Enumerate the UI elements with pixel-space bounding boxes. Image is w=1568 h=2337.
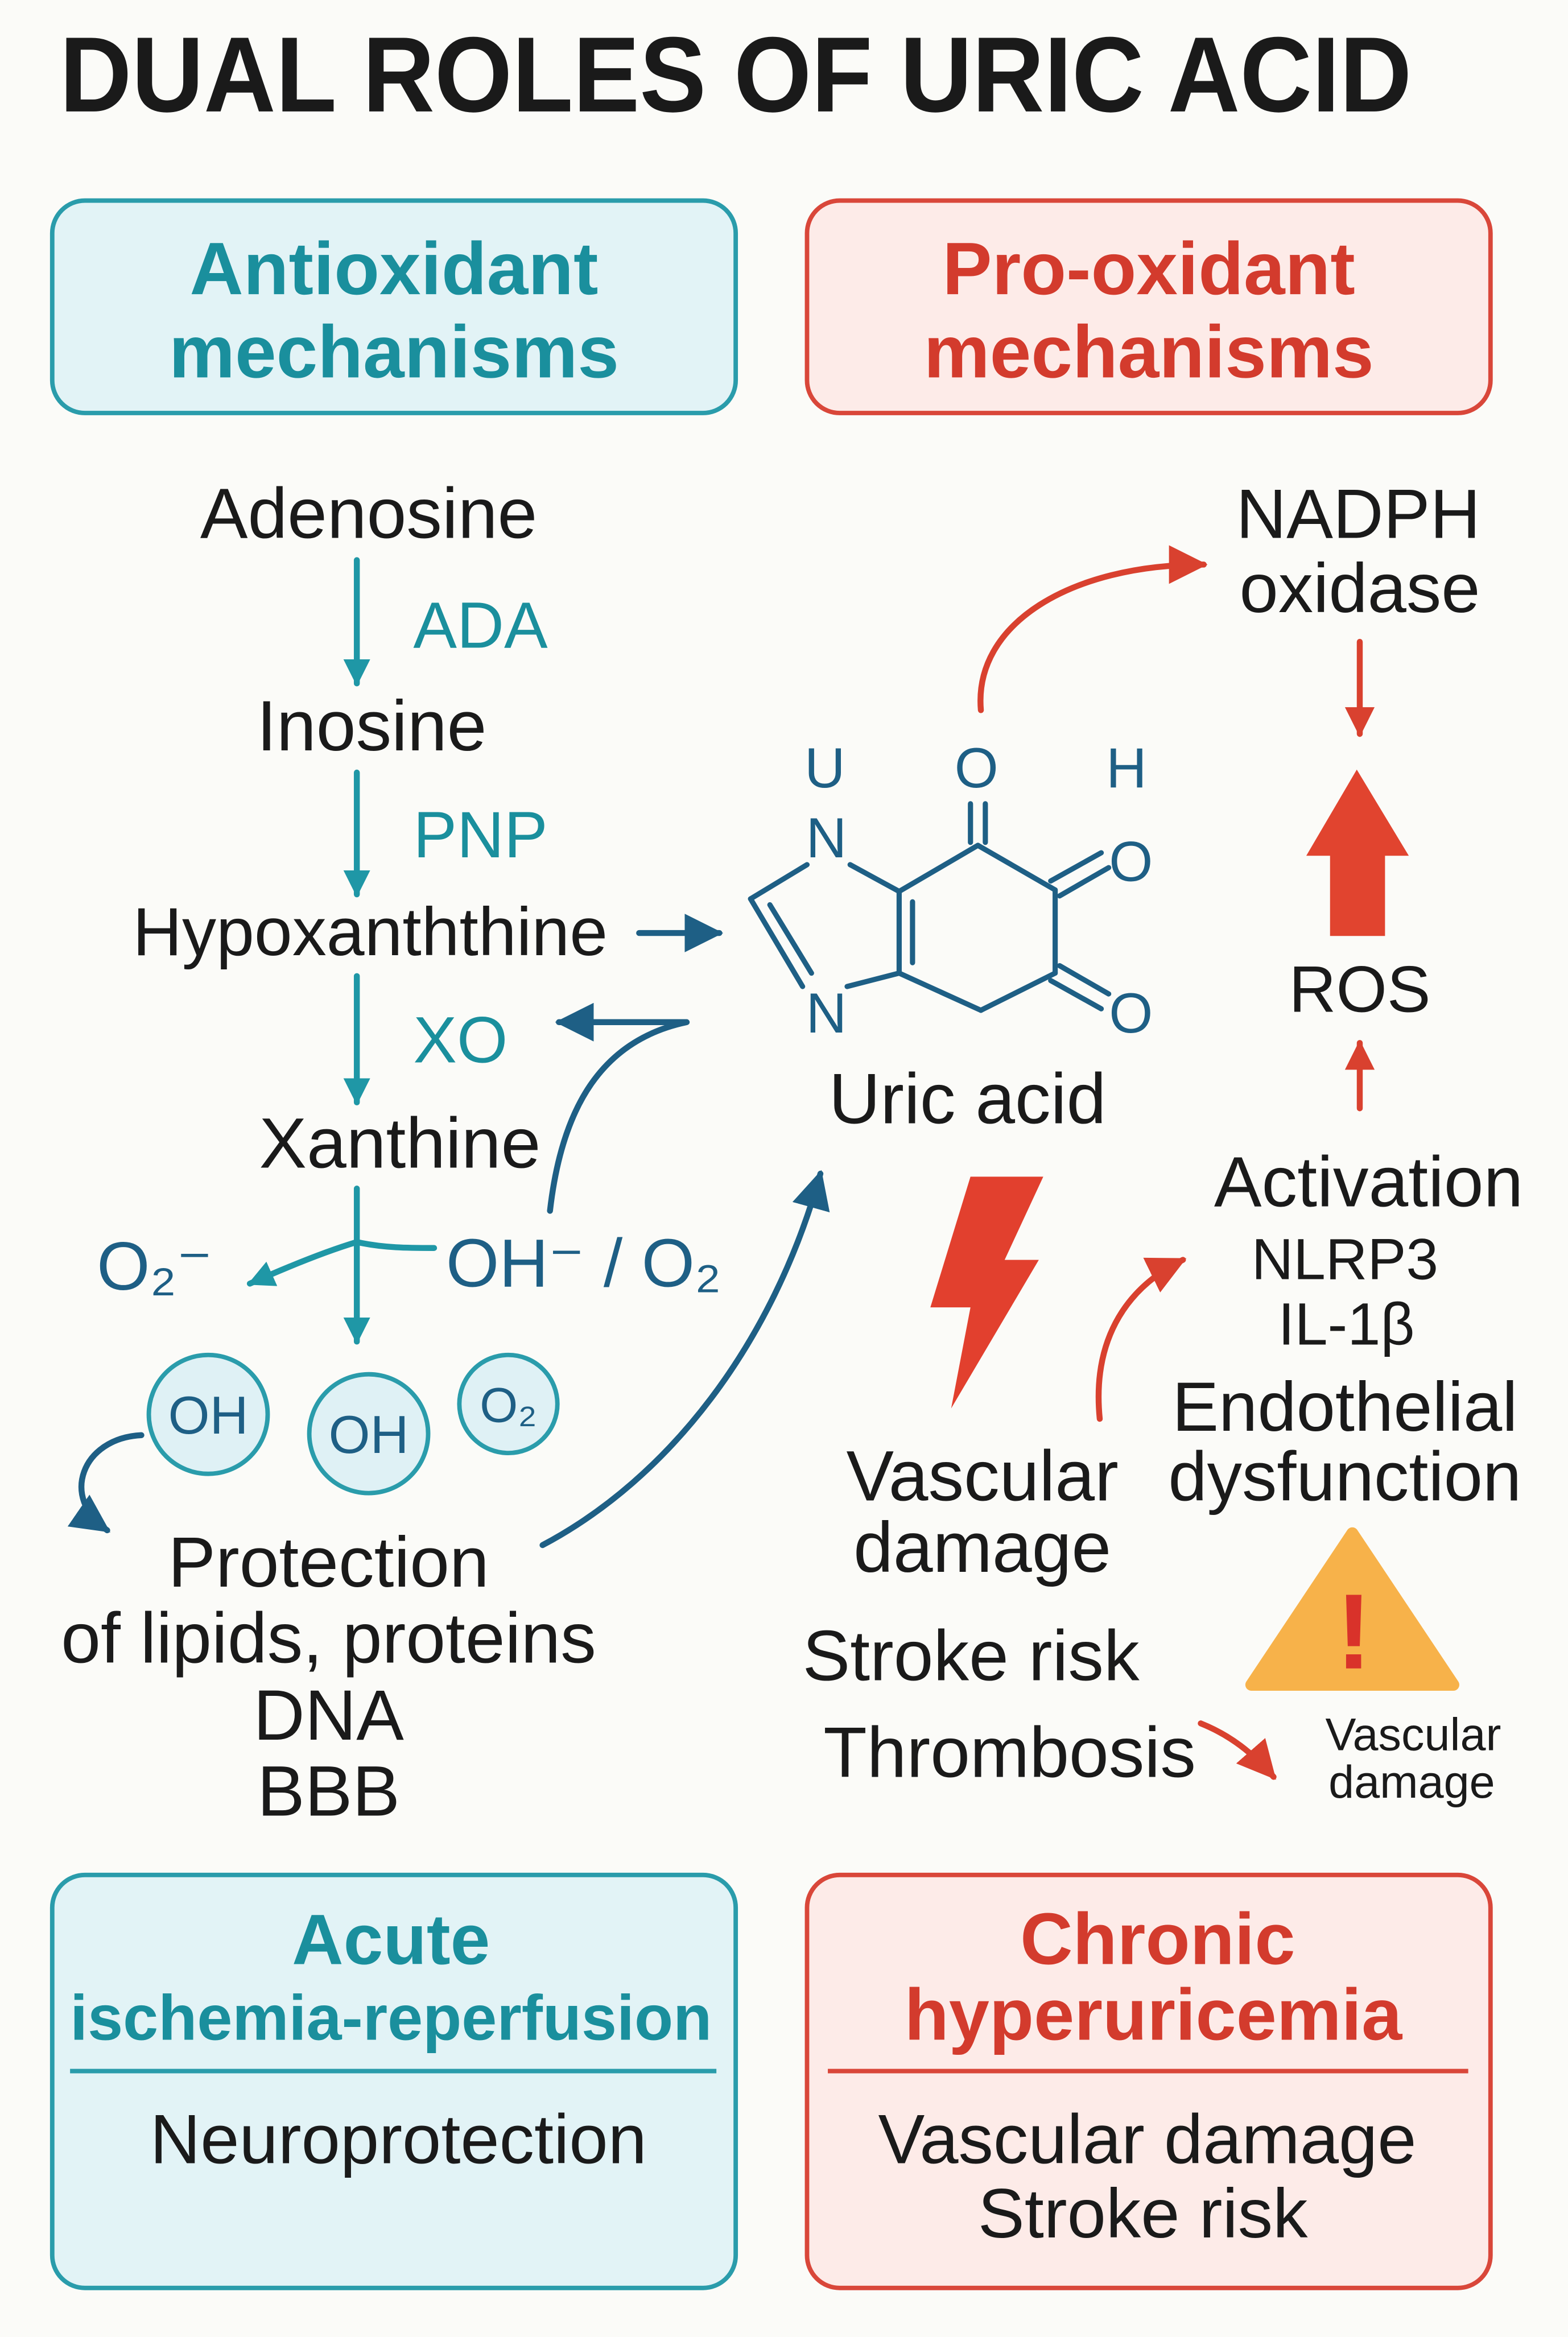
protection-line-2: of lipids, proteins (61, 1598, 596, 1678)
step-inosine: Inosine (257, 686, 486, 766)
acute-box: Acute ischemia-reperfusion Neuroprotecti… (49, 1872, 738, 2290)
prooxidant-header-line-1: Pro-oxidant (942, 227, 1355, 310)
structure-label-o-right-bottom: O (1109, 982, 1153, 1045)
warning-outcome-line-1: Vascular (1326, 1709, 1501, 1760)
acute-title-line-1: Acute (292, 1900, 490, 1979)
arrow-protection-to-uric-acid (539, 1170, 830, 1549)
arrow-uric-acid-to-nadph (977, 545, 1208, 713)
activation-label: Activation (1214, 1142, 1523, 1222)
acute-title-line-2: ischemia-reperfusion (70, 1982, 712, 2054)
structure-label-h: H (1106, 737, 1147, 800)
lightning-bolt-icon (930, 1176, 1043, 1409)
structure-label-n-bottom: N (806, 982, 847, 1045)
thrombosis-label: Thrombosis (823, 1712, 1196, 1792)
acute-box-frame (49, 1872, 738, 2290)
antioxidant-header-box (49, 198, 738, 415)
arrow-thrombosis-to-vascular-damage (1198, 1720, 1277, 1780)
il1b-label: IL-1β (1278, 1291, 1414, 1357)
ros-label: ROS (1289, 953, 1430, 1026)
enzyme-pnp: PNP (413, 799, 547, 872)
protection-line-3: DNA (253, 1675, 404, 1755)
warning-outcome-line-2: damage (1328, 1757, 1495, 1808)
uric-acid-structure: U O H N N O O Uric acid (748, 737, 1153, 1138)
structure-label-u: U (804, 737, 845, 800)
radical-circle-1 (146, 1352, 270, 1476)
stroke-risk-label: Stroke risk (803, 1616, 1140, 1696)
protection-line-1: Protection (168, 1522, 489, 1602)
uric-acid-label: Uric acid (829, 1059, 1107, 1138)
branch-xanthine-to-hydroxyl (353, 1239, 438, 1251)
hydroxyl-oxygen-label: OH⁻ / O₂ (446, 1225, 721, 1302)
acute-body-line-1: Neuroprotection (150, 2100, 647, 2178)
enzyme-xo: XO (413, 1004, 507, 1076)
page-title: DUAL ROLES OF URIC ACID (60, 15, 1412, 134)
antioxidant-pathway: Adenosine ADA Inosine PNP Hypoxanththine… (61, 473, 830, 1831)
radical-label-3: O₂ (480, 1378, 537, 1432)
structure-label-o-top: O (955, 737, 998, 800)
nadph-label-line-2: oxidase (1239, 550, 1480, 627)
antioxidant-header: Antioxidant mechanisms (49, 198, 738, 415)
chronic-body-line-2: Stroke risk (978, 2175, 1308, 2253)
chronic-body-line-1: Vascular damage (878, 2100, 1417, 2178)
vascular-damage-line-1: Vascular (846, 1436, 1118, 1516)
step-xanthine: Xanthine (259, 1104, 540, 1183)
structure-label-o-right-top: O (1109, 831, 1153, 894)
enzyme-ada: ADA (413, 589, 548, 662)
arrow-radicals-to-protection (67, 1432, 145, 1534)
nlrp3-label: NLRP3 (1252, 1227, 1438, 1292)
thick-up-arrow-icon (1306, 769, 1409, 936)
chronic-title-line-1: Chronic (1020, 1898, 1295, 1980)
endothelial-dysfunction-line-2: dysfunction (1168, 1438, 1521, 1516)
endothelial-dysfunction-line-1: Endothelial (1172, 1368, 1517, 1446)
arrow-xanthine-to-superoxide (246, 1239, 360, 1287)
arrow-damage-to-activation (1095, 1257, 1187, 1422)
arrow-feedback-to-xo (547, 1002, 690, 1214)
prooxidant-header-line-2: mechanisms (924, 310, 1374, 393)
warning-exclamation: ! (1336, 1572, 1372, 1691)
protection-line-4: BBB (257, 1751, 400, 1831)
vascular-damage-line-2: damage (853, 1508, 1111, 1587)
step-adenosine: Adenosine (200, 473, 537, 553)
prooxidant-header-box (804, 198, 1493, 415)
chronic-box: Chronic hyperuricemia Vascular damage St… (804, 1872, 1493, 2290)
chronic-box-frame (804, 1872, 1493, 2290)
prooxidant-header: Pro-oxidant mechanisms (804, 198, 1493, 415)
radical-circle-2 (307, 1372, 431, 1496)
chronic-title-line-2: hyperuricemia (905, 1975, 1403, 2056)
radical-label-2: OH (329, 1405, 409, 1464)
warning-triangle-icon: ! (1245, 1527, 1459, 1691)
antioxidant-header-line-2: mechanisms (169, 310, 619, 393)
radical-circle-3 (457, 1352, 560, 1456)
antioxidant-header-line-1: Antioxidant (189, 227, 598, 310)
step-hypoxanthine: Hypoxanththine (133, 894, 608, 970)
radical-label-1: OH (168, 1385, 249, 1445)
structure-bonds (748, 801, 1112, 1013)
prooxidant-pathway: NADPH oxidase ROS Activation NLRP3 IL-1β… (803, 475, 1524, 1808)
superoxide-label: O₂⁻ (97, 1228, 212, 1304)
structure-label-n-top: N (806, 807, 847, 870)
nadph-label-line-1: NADPH (1236, 475, 1481, 553)
